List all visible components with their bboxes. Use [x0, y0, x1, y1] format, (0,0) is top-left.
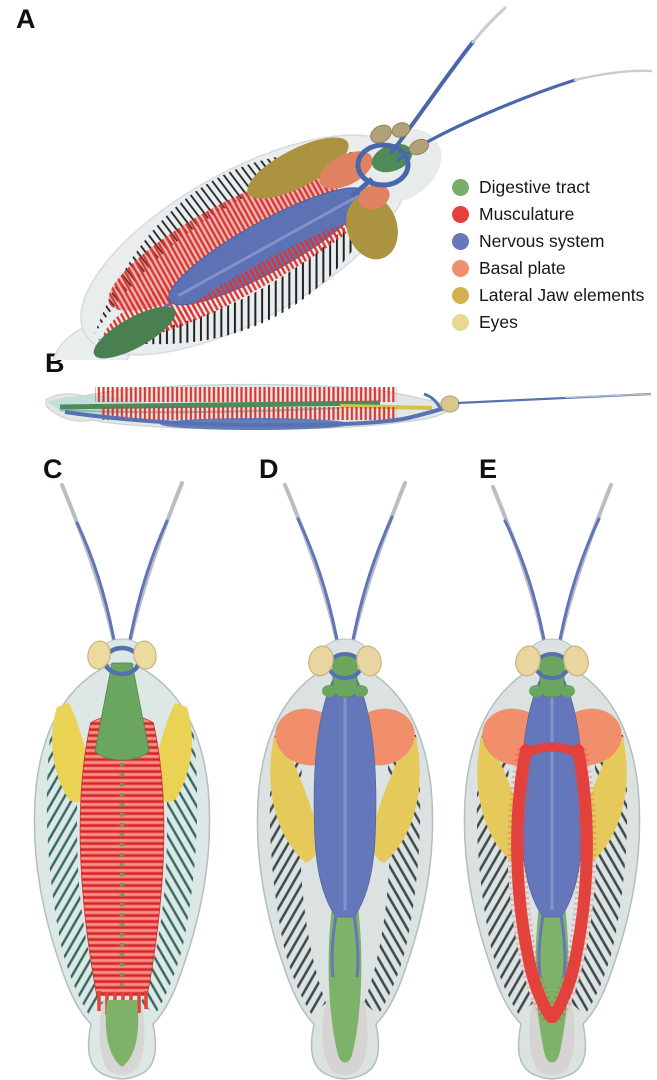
panel-d-eye-left — [308, 645, 334, 677]
panel-a-antenna-left-tip — [471, 6, 507, 44]
panel-b-antenna-tip — [564, 393, 652, 399]
panel-a-eye-3 — [408, 138, 430, 156]
legend-label-lateral-jaw-elements: Lateral Jaw elements — [479, 285, 645, 305]
legend-label-basal-plate: Basal plate — [479, 258, 566, 278]
panel-e-eye-right — [563, 645, 589, 677]
panel-c-eye-left — [87, 640, 111, 670]
panel-e-antennae — [491, 483, 613, 653]
panel-d-antennae — [283, 481, 407, 653]
panel-a-setae-lower — [97, 164, 401, 345]
panel-d-illustration — [256, 481, 434, 1080]
panel-e-nervous-system — [520, 676, 584, 978]
panel-d-digestive-tail — [328, 901, 362, 1063]
legend-label-eyes: Eyes — [479, 312, 518, 332]
panel-d-eye-right — [356, 645, 382, 677]
panel-b-eye — [440, 395, 460, 413]
legend-swatch-digestive-tract-icon — [452, 179, 469, 196]
legend-row-musculature: Musculature — [452, 201, 644, 228]
panel-c-setae-right — [141, 725, 198, 1015]
panel-c-pharynx — [94, 662, 150, 761]
legend-row-lateral-jaw-elements: Lateral Jaw elements — [452, 282, 644, 309]
legend-swatch-nervous-system-icon — [452, 233, 469, 250]
panel-a-setae-upper — [94, 151, 397, 335]
panel-c-eye-right — [133, 640, 157, 670]
legend-row-digestive-tract: Digestive tract — [452, 174, 644, 201]
legend-label-musculature: Musculature — [479, 204, 575, 224]
panel-c-antennae — [60, 481, 184, 653]
panel-b-illustration — [45, 383, 652, 430]
panel-e-musculature — [507, 742, 597, 1023]
panel-c-digestive-tail — [105, 1000, 139, 1067]
panel-d-jaw-right — [371, 737, 420, 863]
panel-label-d: D — [259, 454, 279, 484]
panel-b-musculature-bottom — [100, 407, 397, 420]
panel-e-digestive-tail — [535, 901, 569, 1063]
panel-a-head — [247, 6, 653, 260]
panel-a-antenna-right-tip — [573, 69, 653, 82]
panel-a-eye-2 — [391, 122, 411, 138]
panel-c-musculature — [79, 714, 165, 1017]
legend-swatch-eyes-icon — [452, 314, 469, 331]
legend-row-eyes: Eyes — [452, 309, 644, 336]
panel-label-c: C — [43, 454, 63, 484]
panel-b-digestive-tract — [59, 400, 381, 410]
panel-a-digestive-tail — [93, 306, 176, 359]
legend-label-nervous-system: Nervous system — [479, 231, 605, 251]
panel-a-musculature-fringe — [160, 222, 354, 332]
panel-e-eye-left — [515, 645, 541, 677]
panel-a-basal-plate-2 — [358, 184, 390, 210]
panel-label-e: E — [479, 454, 498, 484]
panel-c-jaw-right — [153, 703, 192, 802]
legend: Digestive tract Musculature Nervous syst… — [452, 174, 644, 336]
legend-row-basal-plate: Basal plate — [452, 255, 644, 282]
panel-a-lateral-jaw-left — [247, 137, 349, 199]
panel-e-illustration — [463, 483, 641, 1080]
legend-swatch-musculature-icon — [452, 206, 469, 223]
panel-c-illustration — [33, 481, 211, 1080]
panel-b-musculature-top — [95, 387, 397, 402]
panel-a-lateral-jaw-right — [346, 194, 398, 260]
panel-b-nervous-system — [64, 392, 446, 430]
panel-a-nerve-ring — [355, 142, 411, 188]
legend-swatch-lateral-jaw-elements-icon — [452, 287, 469, 304]
panel-a-antenna-left — [390, 40, 475, 154]
panel-a-illustration — [51, 6, 653, 360]
panel-a-eye-1 — [370, 124, 392, 144]
panel-d-nervous-system — [313, 676, 377, 978]
panel-d-jaw-left — [270, 737, 319, 863]
panel-c-setae-left — [46, 725, 103, 1015]
panel-c-jaw-left — [52, 703, 91, 802]
legend-row-nervous-system: Nervous system — [452, 228, 644, 255]
legend-swatch-basal-plate-icon — [452, 260, 469, 277]
legend-label-digestive-tract: Digestive tract — [479, 177, 590, 197]
panel-label-a: A — [16, 4, 36, 34]
